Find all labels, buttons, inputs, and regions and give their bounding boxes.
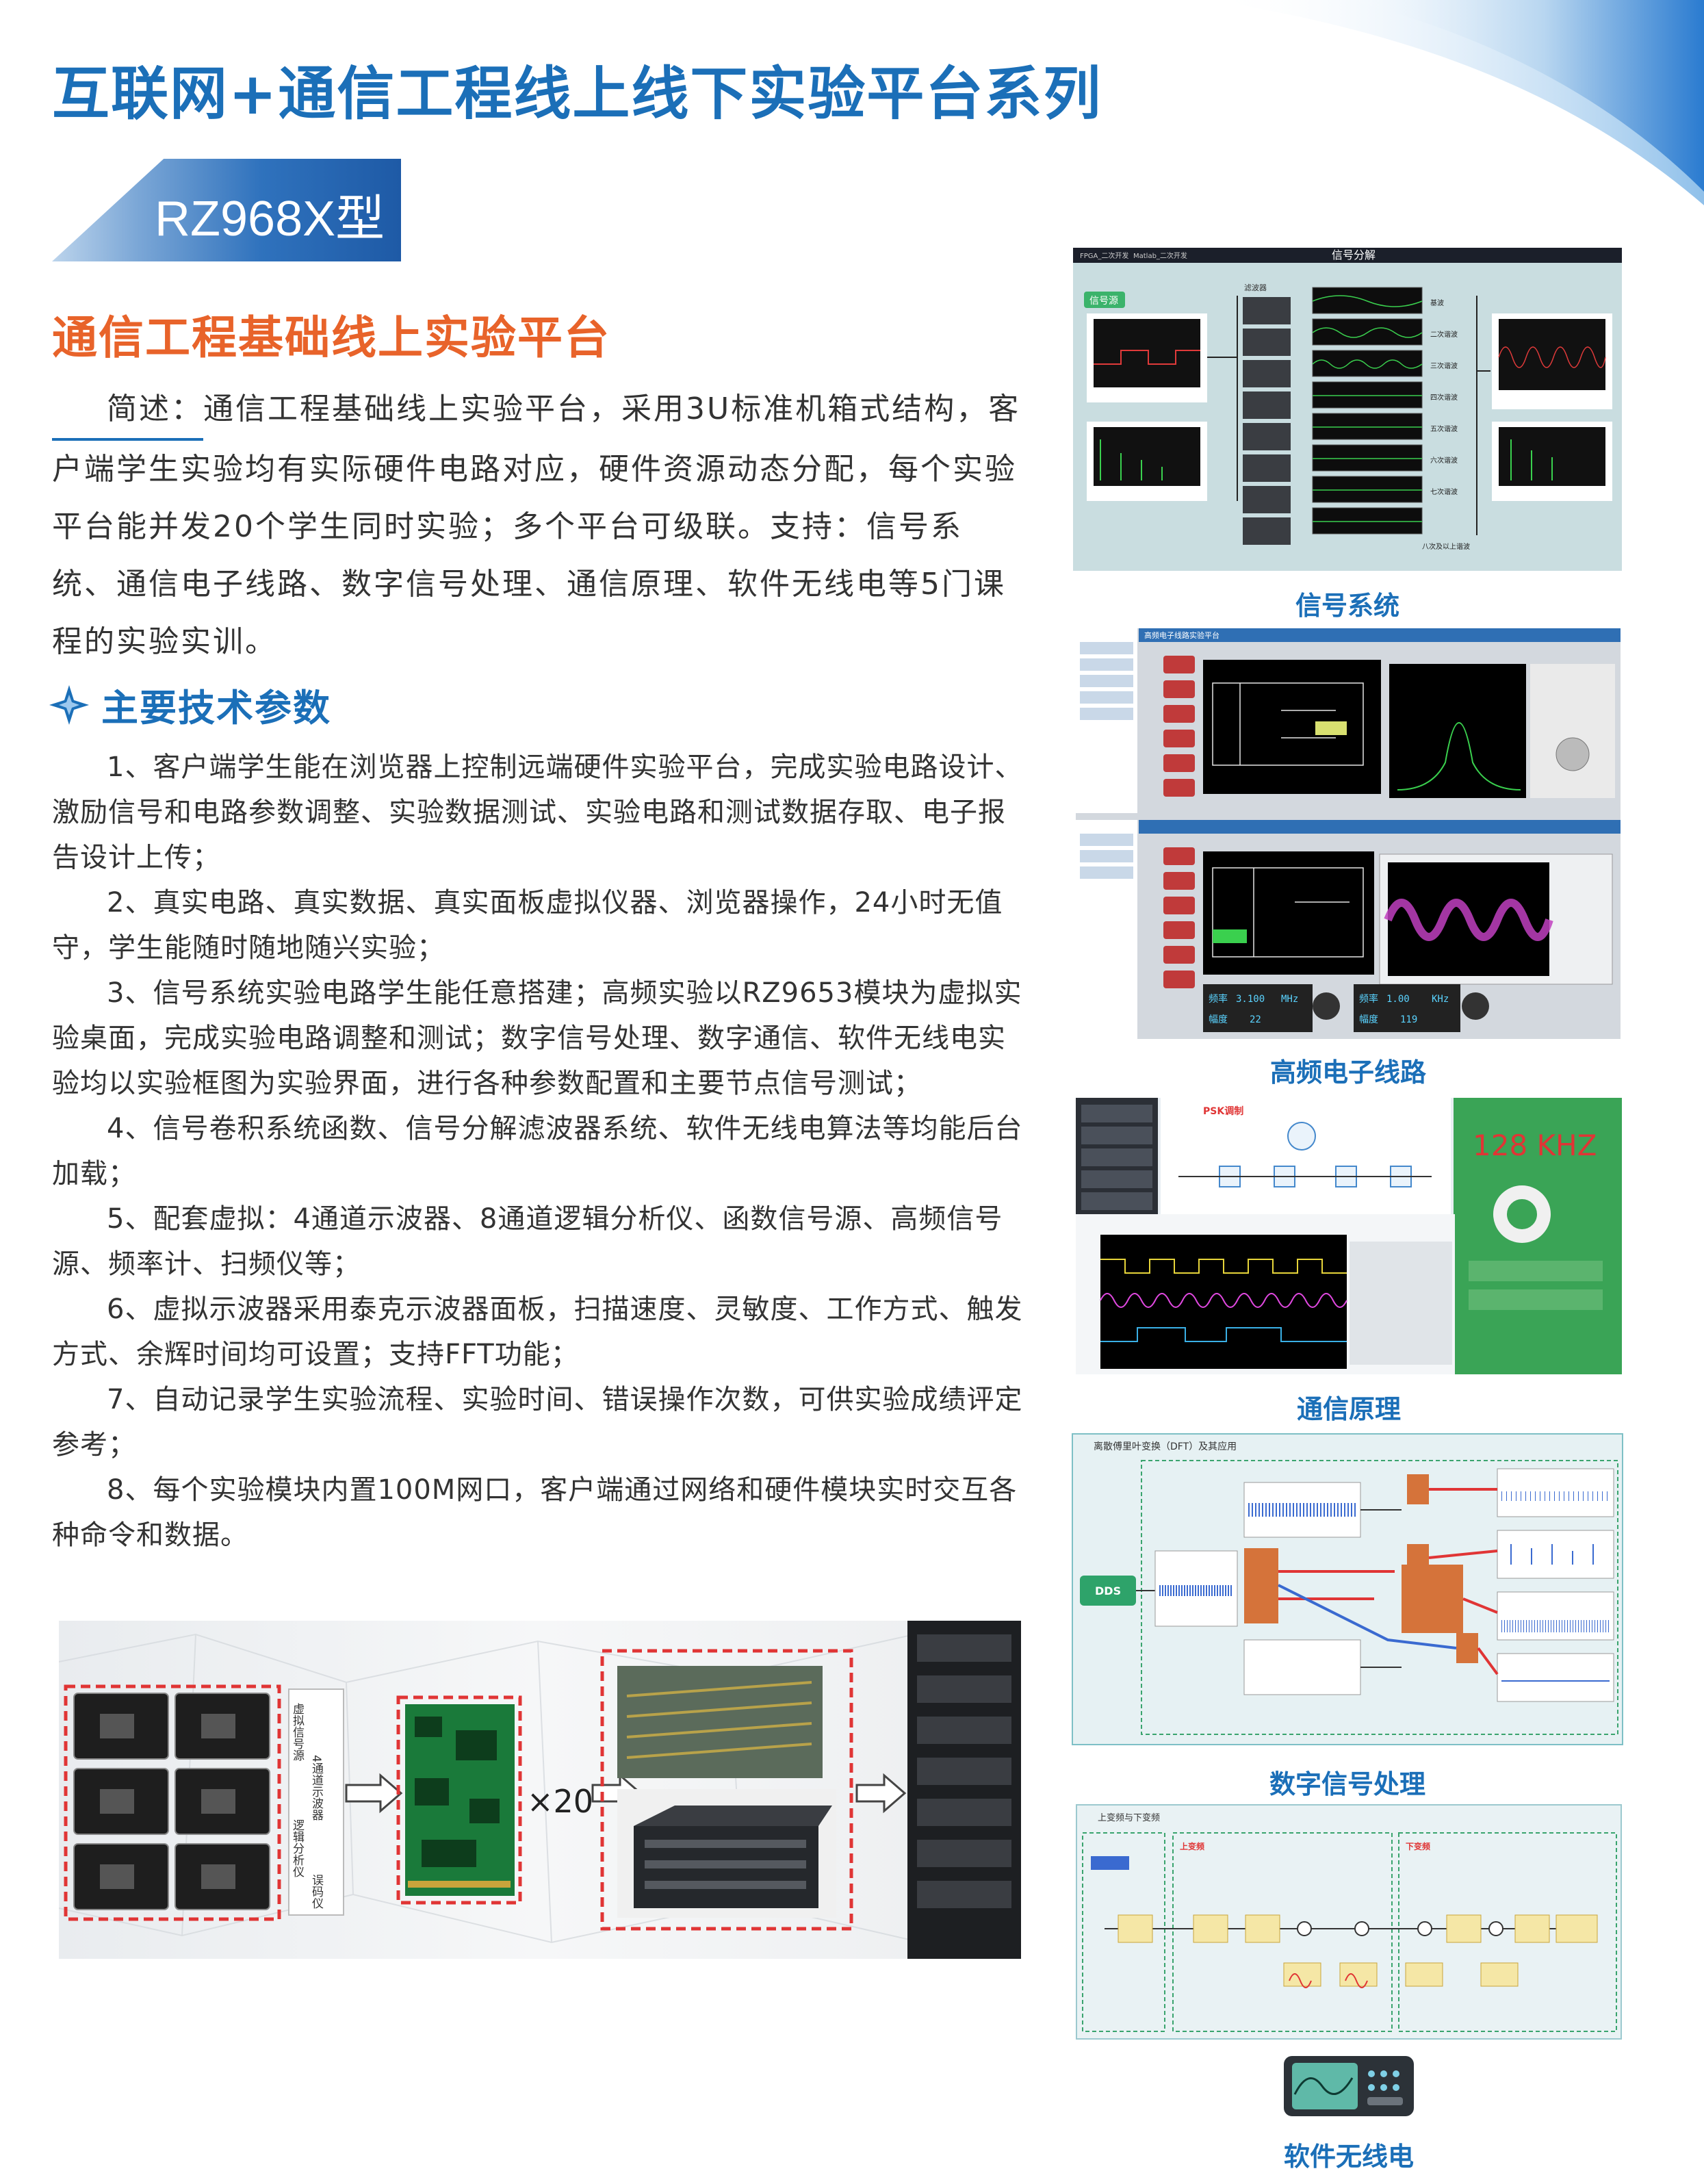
signal-source-label: 信号源 [1089,296,1118,307]
dsp-screen-title: 离散傅里叶变换（DFT）及其应用 [1094,1441,1237,1452]
hf-freq2-value: 1.00 [1386,994,1410,1005]
sdr-down-label: 下变频 [1406,1841,1430,1851]
signal-system-screenshot: FPGA_二次开发 Matlab_二次开发 信号分解 信号源 滤波器 基波 二次… [1073,248,1622,571]
hf-amp-label: 幅度 [1209,1014,1228,1025]
branch-label: 七次谐波 [1430,487,1458,496]
hf-freq2-unit: KHz [1432,994,1449,1005]
summary-text: 通信工程基础线上实验平台，采用3U标准机箱式结构，客户端学生实验均有实际硬件电路… [52,391,1021,659]
hf-platform-label: 高频电子线路实验平台 [1144,630,1219,640]
oscilloscope-icon [1281,2053,1417,2119]
instrument-label: 虚拟信号源 [290,1703,305,1762]
corner-swoosh-decoration [1170,0,1704,205]
signal-filter-label: 滤波器 [1244,283,1267,292]
branch-label: 三次谐波 [1430,361,1458,370]
branch-label: 五次谐波 [1430,424,1458,433]
hf-circuit-caption: 高频电子线路 [1269,1057,1426,1088]
sdr-up-label: 上变频 [1180,1841,1204,1851]
summary-label: 简述： [52,381,203,441]
psk-label: PSK调制 [1203,1105,1243,1117]
hf-amp-value: 22 [1250,1014,1261,1025]
hf-amp2-label: 幅度 [1359,1014,1378,1025]
branch-label: 四次谐波 [1430,393,1458,402]
param-item: 6、虚拟示波器采用泰克示波器面板，扫描速度、灵敏度、工作方式、触发方式、余辉时间… [52,1294,1023,1370]
sdr-screen-title: 上变频与下变频 [1098,1812,1160,1823]
branch-label: 八次及以上谐波 [1422,542,1470,551]
comm-principle-caption: 通信原理 [1296,1394,1401,1424]
hf-amp2-value: 119 [1400,1014,1417,1025]
param-item: 5、配套虚拟：4通道示波器、8通道逻辑分析仪、函数信号源、高频信号源、频率计、扫… [52,1203,1003,1280]
instrument-label: 逻辑分析仪 [290,1819,305,1877]
param-item: 8、每个实验模块内置100M网口，客户端通过网络和硬件模块实时交互各种命令和数据… [52,1474,1018,1551]
param-item: 7、自动记录学生实验流程、实验时间、错误操作次数，可供实验成绩评定参考； [52,1384,1023,1461]
hardware-illustration: + 虚拟信号源 4通道示波器 逻辑分析仪 误码仪 ×20 [59,1621,1021,1959]
section-title: 通信工程基础线上实验平台 [52,311,610,364]
params-heading: 主要技术参数 [48,678,331,732]
instrument-label: 误码仪 [309,1874,324,1909]
dsp-screenshot: 离散傅里叶变换（DFT）及其应用 DDS [1072,1433,1623,1745]
hf-freq-unit: MHz [1281,994,1298,1005]
hf-freq-value: 3.100 [1236,994,1265,1005]
param-item: 3、信号系统实验电路学生能任意搭建；高频实验以RZ9653模块为虚拟实验桌面，完… [52,977,1022,1099]
model-badge-label: RZ968X型 [155,192,385,246]
instrument-label: 4通道示波器 [309,1755,324,1821]
signal-tab[interactable]: Matlab_二次开发 [1133,251,1187,260]
param-item: 2、真实电路、真实数据、真实面板虚拟仪器、浏览器操作，24小时无值守，学生能随时… [52,887,1003,964]
branch-label: 六次谐波 [1430,456,1458,465]
model-badge: RZ968X型 [52,159,401,261]
hf-freq2-label: 频率 [1359,993,1378,1005]
page-title: 互联网+通信工程线上线下实验平台系列 [52,60,1102,127]
sdr-screenshot: 上变频与下变频 上变频 下变频 [1076,1804,1622,2040]
dsp-caption: 数字信号处理 [1269,1769,1425,1799]
comm-freq-display: 128 KHZ [1473,1129,1597,1162]
summary-paragraph: 简述：通信工程基础线上实验平台，采用3U标准机箱式结构，客户端学生实验均有实际硬… [52,381,1024,671]
params-heading-label: 主要技术参数 [101,686,331,730]
multiplier-label: ×20 [527,1783,593,1820]
star-bullet-icon [49,684,89,725]
hf-circuit-screenshot: 高频电子线路实验平台 频率 3.100 MHz 幅度 22 频率 [1076,628,1621,1039]
branch-label: 基波 [1430,298,1444,307]
signal-tab[interactable]: FPGA_二次开发 [1080,251,1128,260]
sdr-caption: 软件无线电 [1283,2142,1414,2172]
param-item: 4、信号卷积系统函数、信号分解滤波器系统、软件无线电算法等均能后台加载； [52,1113,1023,1190]
signal-screen-title: 信号分解 [1332,248,1376,261]
branch-label: 二次谐波 [1430,330,1458,339]
param-item: 1、客户端学生能在浏览器上控制远端硬件实验平台，完成实验电路设计、激励信号和电路… [52,751,1023,873]
signal-system-caption: 信号系统 [1295,591,1399,621]
dds-block-label: DDS [1095,1584,1121,1597]
hf-freq-label: 频率 [1209,993,1228,1005]
comm-principle-screenshot: PSK调制 128 KHZ [1076,1098,1622,1374]
params-list: 1、客户端学生能在浏览器上控制远端硬件实验平台，完成实验电路设计、激励信号和电路… [52,745,1027,1558]
